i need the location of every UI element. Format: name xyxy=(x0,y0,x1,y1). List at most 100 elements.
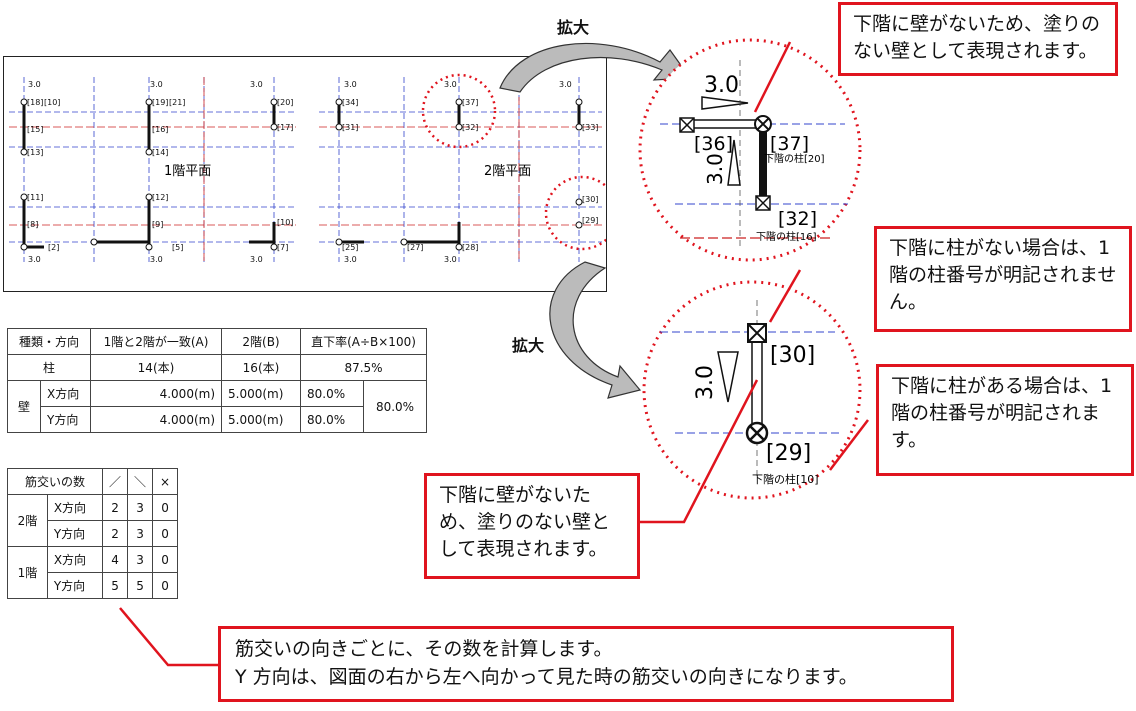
brace-count-table: 筋交いの数 ／ ＼ × 2階 X方向 2 3 0 Y方向 2 3 0 1階 X方… xyxy=(7,468,179,599)
header-backslash: ＼ xyxy=(127,468,154,495)
header-match: 1階と2階が一致(A) xyxy=(90,328,222,355)
brace-cell: 5 xyxy=(101,572,129,599)
zoom1-dim-h: 3.0 xyxy=(704,73,739,98)
wall-total-rate: 80.0% xyxy=(363,380,427,433)
header-brace-count: 筋交いの数 xyxy=(7,468,103,495)
header-cross: × xyxy=(152,468,179,495)
floor2-dim: 3.0 xyxy=(559,80,572,89)
zoom1-col-37: [37] xyxy=(770,133,809,155)
wall-y-rate: 80.0% xyxy=(300,406,364,433)
floor1-col-label: [13] xyxy=(27,148,43,157)
floor1-dim: 3.0 xyxy=(250,80,263,89)
wall-y-dir: Y方向 xyxy=(40,406,91,433)
column-rate-value: 87.5% xyxy=(300,354,427,381)
floor2-label-cell: 2階 xyxy=(7,494,48,547)
zoom1-col-32: [32] xyxy=(778,208,817,230)
zoom2-col-29: [29] xyxy=(766,441,811,466)
floor1-dim: 3.0 xyxy=(250,255,263,264)
header-slash: ／ xyxy=(101,468,129,495)
floor1-label: 1階平面 xyxy=(164,164,211,179)
brace-cell: 0 xyxy=(152,572,179,599)
floor1-col-label: [14] xyxy=(152,148,168,157)
zoom1-dim-v: 3.0 xyxy=(703,153,727,185)
brace-cell: 0 xyxy=(152,520,179,547)
floor1-redgrid xyxy=(9,77,296,262)
column-match-value: 14(本) xyxy=(90,354,222,381)
floor1-dim: 3.0 xyxy=(150,80,163,89)
floor2-redgrid xyxy=(319,97,602,262)
header-rate: 直下率(A÷B×100) xyxy=(300,328,427,355)
floor1-col-label: [10] xyxy=(44,98,60,107)
floor1-columns xyxy=(20,98,278,251)
floor1-col-label: [21] xyxy=(169,98,185,107)
wall-y-match: 4.000(m) xyxy=(90,406,222,433)
brace-cell: 4 xyxy=(101,546,129,573)
floor1-dim: 3.0 xyxy=(28,80,41,89)
floor2-col-label: [37] xyxy=(462,98,478,107)
header-kind: 種類・方向 xyxy=(7,328,91,355)
floor1-col-label: [7] xyxy=(277,243,288,252)
floor1-col-label: [19] xyxy=(152,98,168,107)
floor1-col-label: [8] xyxy=(27,220,38,229)
brace-cell: 0 xyxy=(152,494,179,521)
floor2-dim: 3.0 xyxy=(444,255,457,264)
brace-cell: 3 xyxy=(127,520,154,547)
floor1-col-label: [18] xyxy=(27,98,43,107)
callout-no-lower-column: 下階に柱がない場合は、1階の柱番号が明記されません。 xyxy=(874,226,1132,332)
zoom-circle-1 xyxy=(638,38,862,262)
floor1-col-label: [9] xyxy=(152,220,163,229)
zoom2-col-29-sub: 下階の柱[10] xyxy=(752,472,819,486)
wall-y-floor2: 5.000(m) xyxy=(221,406,301,433)
wall-x-rate: 80.0% xyxy=(300,380,364,407)
column-floor2-value: 16(本) xyxy=(221,354,301,381)
highlight-circle xyxy=(421,73,497,149)
floor2-dim: 3.0 xyxy=(344,80,357,89)
floor1-col-label: [10] xyxy=(277,218,293,227)
f2-y-dir: Y方向 xyxy=(46,520,104,547)
floor1-dim: 3.0 xyxy=(150,255,163,264)
row-wall-label: 壁 xyxy=(7,380,41,433)
floor2-col-label: [27] xyxy=(407,243,423,252)
floor2-dim: 3.0 xyxy=(444,80,457,89)
floor1-col-label: [20] xyxy=(277,98,293,107)
floor2-col-label: [29] xyxy=(582,216,598,225)
floor2-label: 2階平面 xyxy=(484,164,531,179)
floor1-label-cell: 1階 xyxy=(7,546,48,599)
direct-under-ratio-table: 種類・方向 1階と2階が一致(A) 2階(B) 直下率(A÷B×100) 柱 1… xyxy=(7,328,427,433)
floor2-dim: 3.0 xyxy=(344,255,357,264)
floor2-columns xyxy=(335,98,583,251)
floor-plans-drawing: 1階平面 3.0 3.0 3.0 3.0 3.0 3.0 [18] [10] [… xyxy=(3,56,620,292)
callout-brace-line1: 筋交いの向きごとに、その数を計算します。 xyxy=(235,638,613,660)
floor1-col-label: [5] xyxy=(172,243,183,252)
floor2-col-label: [34] xyxy=(342,98,358,107)
zoom-label-bottom: 拡大 xyxy=(512,336,545,355)
floor1-dim: 3.0 xyxy=(28,255,41,264)
callout-brace-count: 筋交いの向きごとに、その数を計算します。 Y 方向は、図面の右から左へ向かって見… xyxy=(218,626,954,702)
brace-cell: 0 xyxy=(152,546,179,573)
brace-cell: 3 xyxy=(127,494,154,521)
f1-x-dir: X方向 xyxy=(46,546,104,573)
row-column-label: 柱 xyxy=(7,354,91,381)
brace-cell: 2 xyxy=(101,494,129,521)
wall-x-match: 4.000(m) xyxy=(90,380,222,407)
f1-y-dir: Y方向 xyxy=(46,572,104,599)
brace-cell: 2 xyxy=(101,520,129,547)
floor1-col-label: [2] xyxy=(48,243,59,252)
zoom2-dim-v: 3.0 xyxy=(693,365,718,400)
floor1-col-label: [15] xyxy=(27,125,43,134)
floor2-col-label: [28] xyxy=(462,243,478,252)
floor1-col-label: [17] xyxy=(277,123,293,132)
zoom1-col-32-sub: 下階の柱[16] xyxy=(756,230,817,243)
brace-cell: 5 xyxy=(127,572,154,599)
callout-brace-line2: Y 方向は、図面の右から左へ向かって見た時の筋交いの向きになります。 xyxy=(235,666,858,688)
zoom-label-top: 拡大 xyxy=(557,18,590,37)
zoom1-col-37-sub: 下階の柱[20] xyxy=(764,152,825,165)
floor2-col-label: [31] xyxy=(342,123,358,132)
zoom1-col-36: [36] xyxy=(694,133,733,155)
floor1-col-label: [11] xyxy=(27,193,43,202)
floor1-col-label: [16] xyxy=(152,125,168,134)
callout-has-lower-column: 下階に柱がある場合は、1階の柱番号が明記されます。 xyxy=(876,364,1134,476)
floor2-col-label: [33] xyxy=(582,123,598,132)
brace-cell: 3 xyxy=(127,546,154,573)
